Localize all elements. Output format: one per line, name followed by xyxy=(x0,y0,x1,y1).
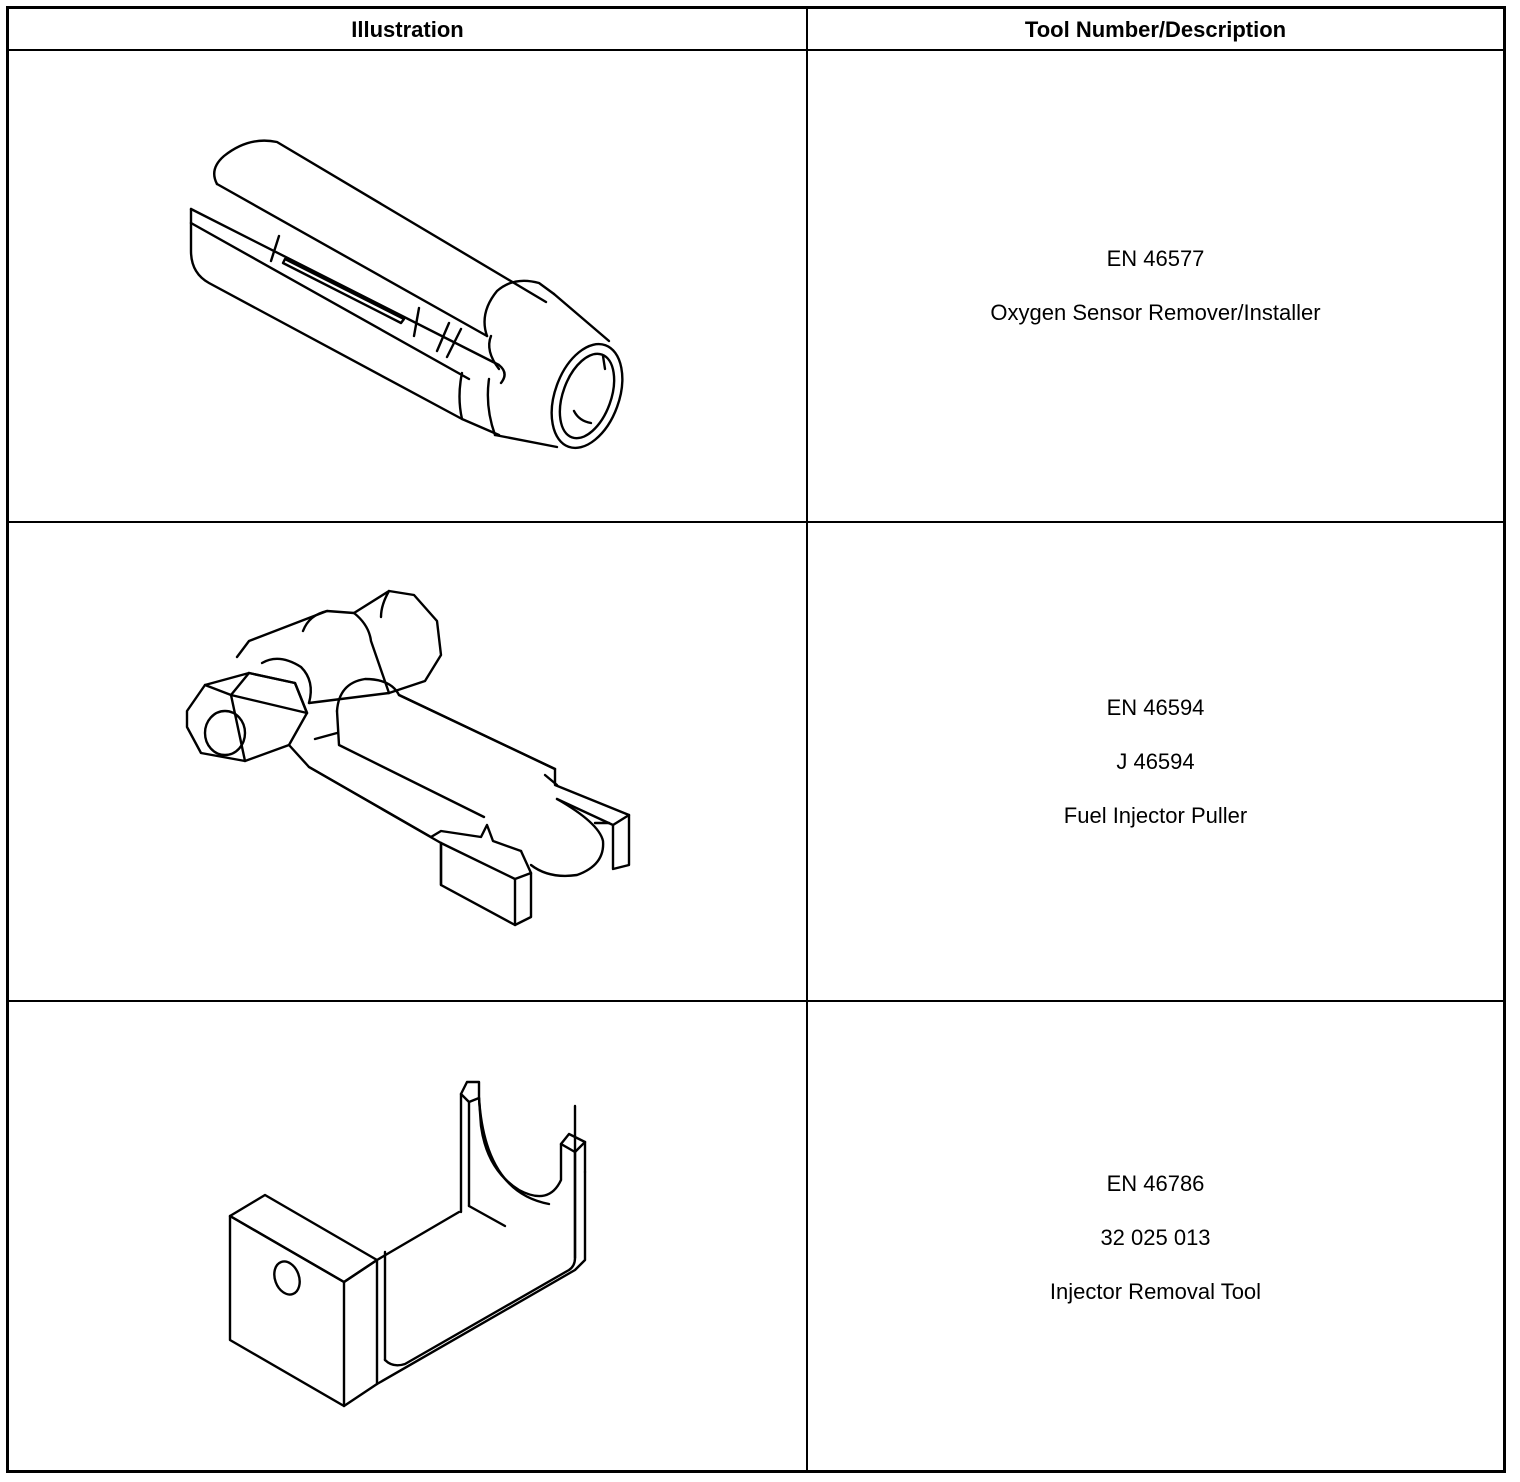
table-row-2-illustration xyxy=(9,523,806,1000)
tool-number: EN 46594 xyxy=(1106,694,1205,720)
table-row-3-description: EN 46786 32 025 013 Injector Removal Too… xyxy=(808,1002,1503,1473)
tool-description: Injector Removal Tool xyxy=(1049,1278,1262,1304)
injector-removal-tool-drawing xyxy=(228,1080,587,1408)
tool-description: Fuel Injector Puller xyxy=(1063,802,1248,828)
row-divider xyxy=(9,521,1503,523)
tool-alternate-number: J 46594 xyxy=(1116,748,1195,774)
special-tools-table: Illustration Tool Number/Description xyxy=(6,6,1506,1473)
tool-number: EN 46786 xyxy=(1106,1170,1205,1196)
table-row-3-illustration xyxy=(9,1002,806,1473)
table-row-1-illustration xyxy=(9,51,806,521)
oxygen-sensor-socket-drawing xyxy=(189,139,624,450)
header-tool-description: Tool Number/Description xyxy=(1024,16,1287,42)
header-divider xyxy=(9,49,1503,51)
row-divider xyxy=(9,1000,1503,1002)
column-divider xyxy=(806,9,808,1470)
fuel-injector-puller-drawing xyxy=(185,589,631,927)
header-illustration: Illustration xyxy=(351,16,464,42)
tool-description: Oxygen Sensor Remover/Installer xyxy=(990,300,1321,325)
table-row-2-description: EN 46594 J 46594 Fuel Injector Puller xyxy=(808,523,1503,1000)
table-row-1-description: EN 46577 Oxygen Sensor Remover/Installer xyxy=(808,51,1503,521)
tool-alternate-number: 32 025 013 xyxy=(1100,1224,1211,1250)
tool-number: EN 46577 xyxy=(1106,246,1205,271)
